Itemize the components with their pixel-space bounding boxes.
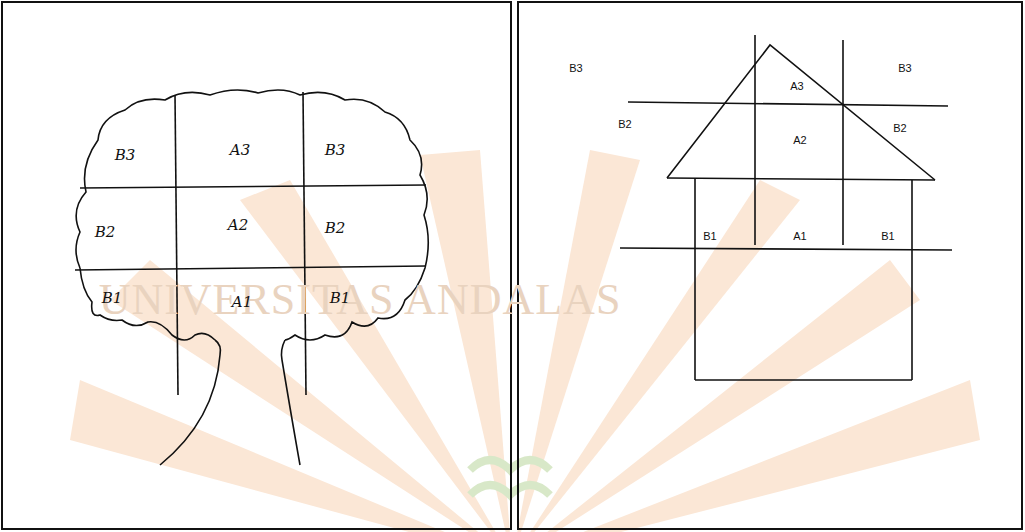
region-label: B3 [115, 148, 136, 163]
region-label: B1 [703, 231, 716, 242]
region-label: B2 [893, 123, 906, 134]
region-label: B1 [102, 291, 123, 306]
region-label: B1 [330, 291, 351, 306]
region-label: B3 [325, 143, 346, 158]
region-label: B1 [881, 231, 894, 242]
region-label: A1 [232, 295, 252, 310]
panel-frame [518, 2, 1022, 529]
region-label: B2 [325, 221, 346, 236]
region-label: A2 [793, 135, 806, 146]
panel-frame [2, 2, 511, 529]
region-label: B2 [95, 225, 116, 240]
region-label: A2 [228, 218, 248, 233]
region-label: B3 [569, 63, 582, 74]
region-label: A3 [790, 81, 803, 92]
region-label: B3 [898, 63, 911, 74]
region-label: B2 [618, 119, 631, 130]
house-drawing [620, 35, 952, 380]
region-label: A3 [230, 143, 250, 158]
region-label: A1 [793, 231, 806, 242]
watermark: UNIVERSITAS ANDALAS [99, 278, 622, 322]
